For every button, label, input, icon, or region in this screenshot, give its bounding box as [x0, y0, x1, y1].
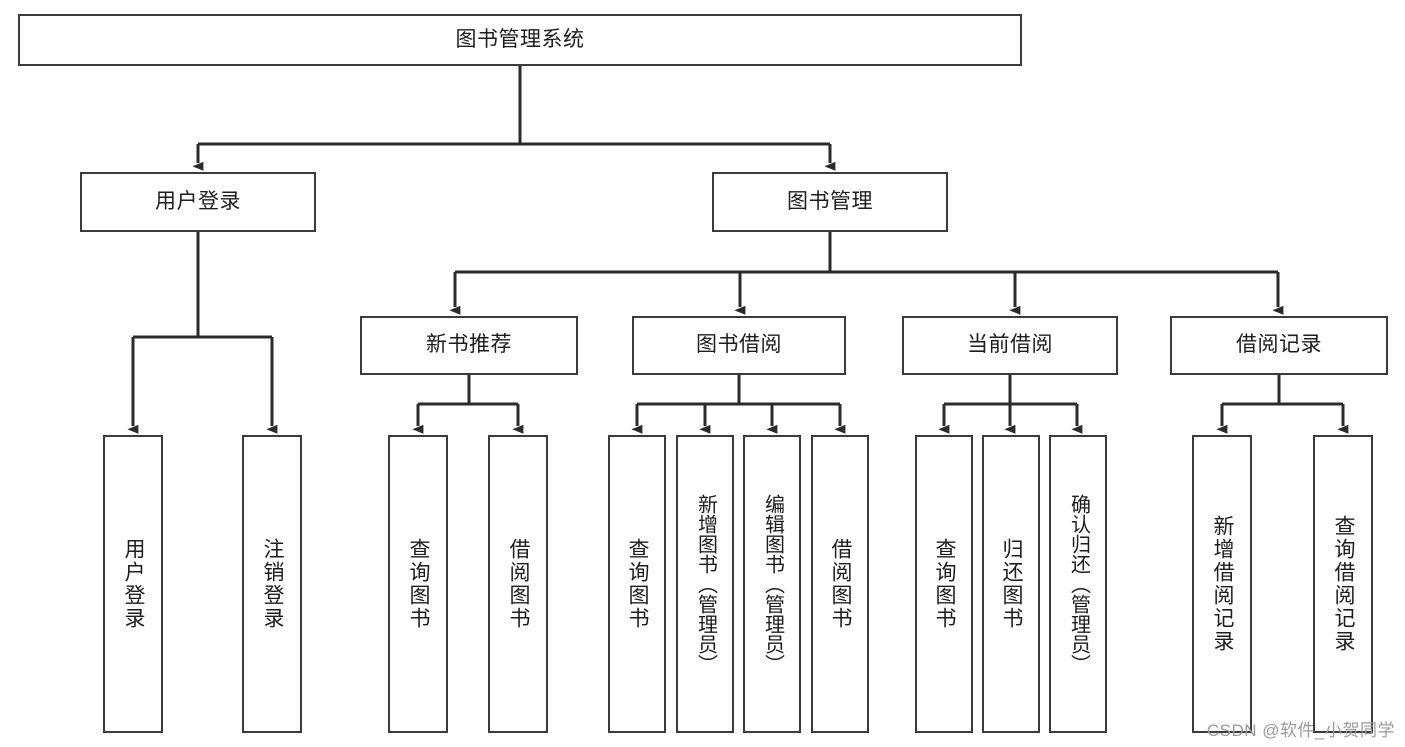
csdn-watermark: CSDN @软件_小贺同学 — [1206, 721, 1395, 740]
leaf-query-book-current[interactable]: 查询图书 — [915, 435, 973, 733]
node-borrow-records[interactable]: 借阅记录 — [1170, 316, 1388, 375]
node-label: 用户登录 — [122, 538, 146, 630]
node-label: 借阅记录 — [1236, 333, 1322, 357]
leaf-add-book-admin[interactable]: 新增图书（管理员） — [676, 435, 734, 733]
node-label: 图书管理 — [787, 189, 873, 213]
node-root-system[interactable]: 图书管理系统 — [18, 14, 1022, 66]
leaf-borrow-book-rec[interactable]: 借阅图书 — [488, 435, 548, 733]
node-label: 编辑图书（管理员） — [761, 494, 784, 674]
node-new-book-recommendation[interactable]: 新书推荐 — [360, 316, 578, 375]
leaf-edit-book-admin[interactable]: 编辑图书（管理员） — [743, 435, 801, 733]
node-label: 查询借阅记录 — [1332, 515, 1356, 653]
node-label: 借阅图书 — [829, 538, 853, 630]
node-book-borrowing[interactable]: 图书借阅 — [632, 316, 846, 375]
leaf-query-borrow-record[interactable]: 查询借阅记录 — [1313, 435, 1373, 733]
node-label: 图书管理系统 — [455, 27, 585, 51]
node-label: 查询图书 — [626, 538, 650, 630]
node-label: 新增借阅记录 — [1211, 515, 1235, 653]
node-current-borrowing[interactable]: 当前借阅 — [902, 316, 1118, 375]
node-label: 图书借阅 — [696, 333, 782, 357]
leaf-borrow-book[interactable]: 借阅图书 — [811, 435, 869, 733]
node-label: 新书推荐 — [426, 333, 512, 357]
node-label: 归还图书 — [1000, 538, 1024, 630]
node-label: 借阅图书 — [507, 538, 531, 630]
node-label: 查询图书 — [407, 538, 431, 630]
leaf-add-borrow-record[interactable]: 新增借阅记录 — [1192, 435, 1252, 733]
leaf-query-book-borrow[interactable]: 查询图书 — [608, 435, 666, 733]
node-label: 注销登录 — [261, 538, 285, 630]
node-label: 确认归还（管理员） — [1067, 494, 1090, 674]
node-book-management[interactable]: 图书管理 — [712, 172, 948, 232]
node-label: 查询图书 — [933, 538, 957, 630]
node-label: 用户登录 — [155, 189, 241, 213]
node-label: 新增图书（管理员） — [694, 494, 717, 674]
node-user-login[interactable]: 用户登录 — [80, 172, 316, 232]
leaf-query-book-rec[interactable]: 查询图书 — [388, 435, 448, 733]
node-label: 当前借阅 — [967, 333, 1053, 357]
leaf-confirm-return-admin[interactable]: 确认归还（管理员） — [1049, 435, 1107, 733]
leaf-return-book[interactable]: 归还图书 — [982, 435, 1040, 733]
leaf-logout[interactable]: 注销登录 — [242, 435, 302, 733]
leaf-user-login[interactable]: 用户登录 — [103, 435, 163, 733]
